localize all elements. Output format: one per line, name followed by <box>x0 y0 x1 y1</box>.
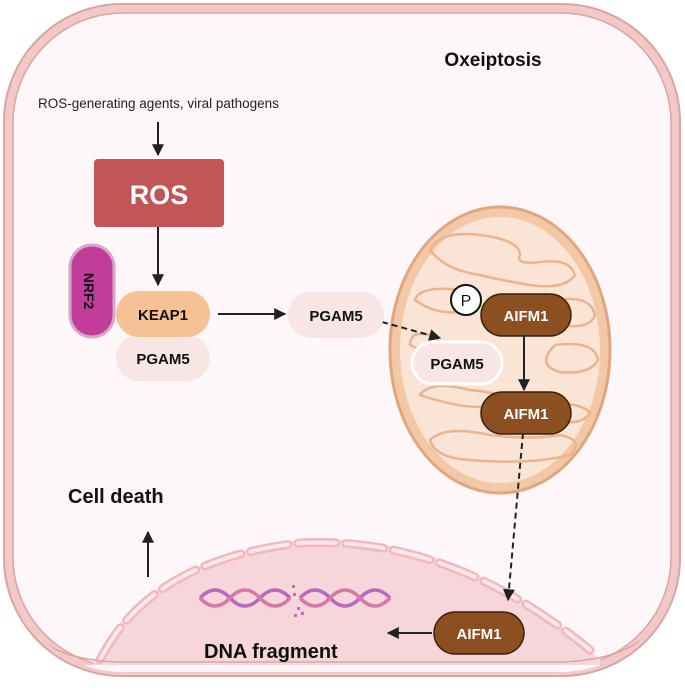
ros-label: ROS <box>130 180 189 210</box>
dna-helix-icon <box>198 585 392 617</box>
dna-fragment-label: DNA fragment <box>204 641 338 663</box>
pgam5-bound-label: PGAM5 <box>136 351 189 368</box>
arrow-aifm1-to-nucleus <box>502 432 524 602</box>
aifm1-phos-label: AIFM1 <box>504 308 549 325</box>
nrf2-pill <box>68 243 116 339</box>
pgam5-free-pill <box>288 292 384 338</box>
cell-death-label: Cell death <box>68 486 164 508</box>
pgam5-free-label: PGAM5 <box>309 308 362 325</box>
pgam5-mito-label: PGAM5 <box>430 356 483 373</box>
aifm1-nucleus-pill <box>433 611 525 655</box>
keap1-label: KEAP1 <box>138 307 188 324</box>
diagram-title: Oxeiptosis <box>444 50 541 71</box>
nrf2-label: NRF2 <box>81 273 97 310</box>
phosphate-badge <box>450 284 482 316</box>
trigger-text: ROS-generating agents, viral pathogens <box>38 96 279 111</box>
keap1-pill <box>116 291 210 337</box>
aifm1-mito-pill <box>480 391 572 435</box>
phosphate-label: P <box>461 293 472 310</box>
aifm1-mito-label: AIFM1 <box>504 406 549 423</box>
aifm1-phos-pill <box>480 293 572 337</box>
pgam5-bound-pill <box>116 335 210 381</box>
arrow-pgam5-to-mito <box>381 321 442 341</box>
aifm1-nucleus-label: AIFM1 <box>457 626 502 643</box>
pgam5-mito-pill <box>410 340 504 386</box>
ros-box <box>94 159 224 227</box>
